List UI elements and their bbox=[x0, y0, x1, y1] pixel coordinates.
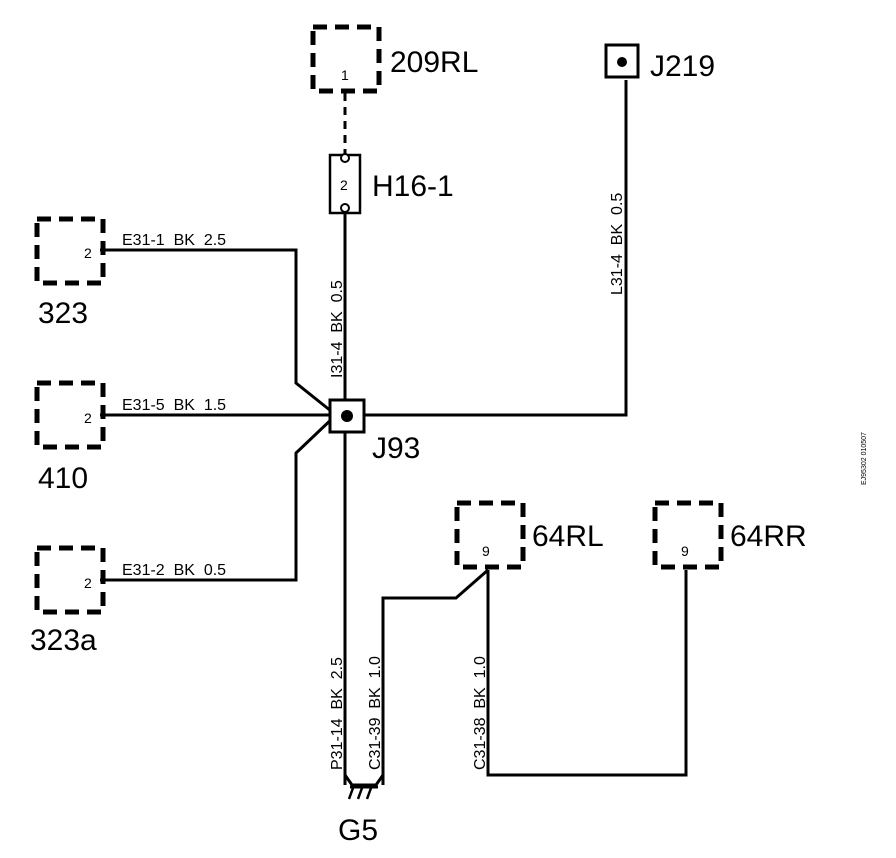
label-209rl: 209RL bbox=[390, 46, 478, 79]
wire-label-e31-1: E31-1 BK 2.5 bbox=[122, 232, 226, 249]
label-j93: J93 bbox=[372, 432, 420, 465]
wire-label-e31-5: E31-5 BK 1.5 bbox=[122, 397, 226, 414]
fuse-h16-1: 2 H16-1 bbox=[328, 153, 454, 215]
label-j219: J219 bbox=[650, 50, 715, 83]
pin-323: 2 bbox=[84, 245, 92, 261]
pin-323a: 2 bbox=[84, 575, 92, 591]
pin-64rr: 9 bbox=[681, 543, 689, 559]
wire-label-c31-38: C31-38 BK 1.0 bbox=[472, 656, 489, 770]
connector-323: 2 323 bbox=[34, 216, 106, 330]
pin-410: 2 bbox=[84, 410, 92, 426]
wire-label-i31-4: I31-4 BK 0.5 bbox=[329, 280, 346, 378]
label-64rl: 64RL bbox=[532, 520, 604, 553]
label-g5: G5 bbox=[338, 814, 378, 847]
connector-410: 2 410 bbox=[34, 380, 106, 495]
ground-g5: G5 bbox=[338, 774, 385, 847]
connector-209rl: 1 209RL bbox=[310, 24, 478, 94]
document-id: EJ95302 010507 bbox=[861, 432, 868, 485]
label-323: 323 bbox=[38, 297, 88, 330]
connector-64rr: 9 64RR bbox=[652, 500, 807, 570]
wire-label-p31-14: P31-14 BK 2.5 bbox=[329, 657, 346, 770]
wire-label-c31-39: C31-39 BK 1.0 bbox=[367, 656, 384, 770]
wire-e31-1 bbox=[100, 248, 337, 417]
connector-323a: 2 323a bbox=[30, 545, 106, 657]
wire-e31-2 bbox=[100, 413, 338, 582]
wire-l31-4 bbox=[360, 80, 628, 417]
pin-64rl: 9 bbox=[482, 543, 490, 559]
connector-64rl: 9 64RL bbox=[454, 500, 604, 570]
label-64rr: 64RR bbox=[730, 520, 807, 553]
ground-point-j219: J219 bbox=[604, 43, 715, 83]
wire-label-l31-4: L31-4 BK 0.5 bbox=[609, 193, 626, 295]
label-323a: 323a bbox=[30, 624, 97, 657]
pin-209rl: 1 bbox=[341, 67, 349, 83]
label-410: 410 bbox=[38, 462, 88, 495]
wire-c31-38 bbox=[486, 570, 688, 777]
splice-j93: J93 bbox=[328, 398, 420, 465]
wire-c31-39 bbox=[381, 568, 489, 785]
wire-label-e31-2: E31-2 BK 0.5 bbox=[122, 562, 226, 579]
label-h16-1: H16-1 bbox=[372, 170, 454, 203]
pin-h16: 2 bbox=[340, 177, 348, 193]
